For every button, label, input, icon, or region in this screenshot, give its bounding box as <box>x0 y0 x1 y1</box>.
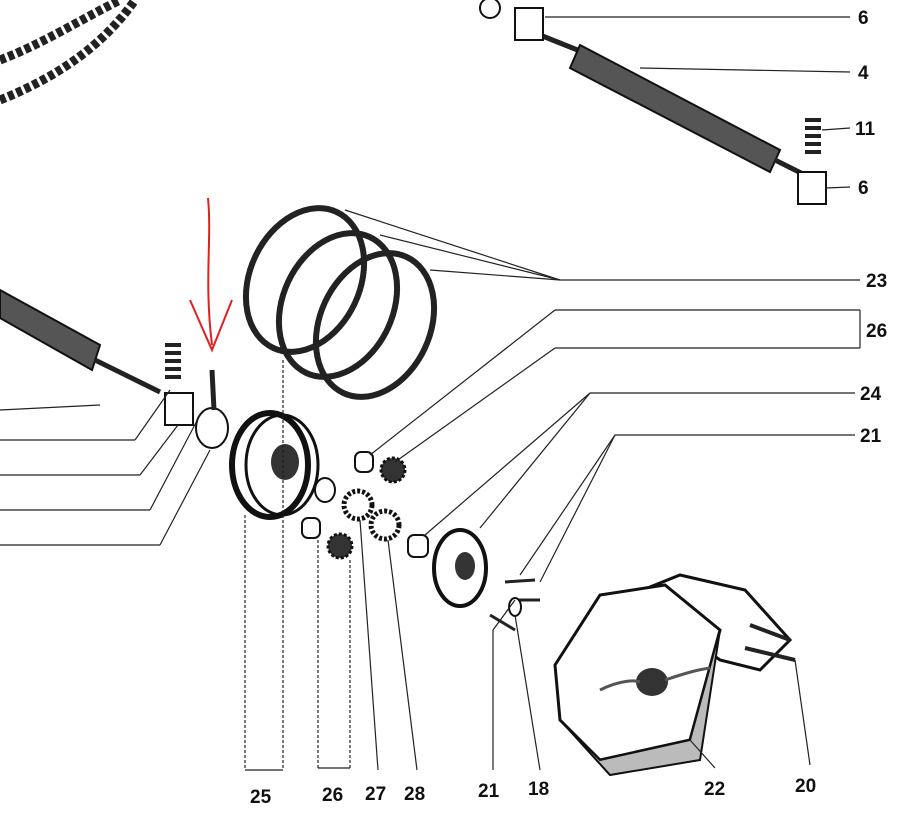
label-25: 25 <box>250 787 272 808</box>
label-18: 18 <box>528 779 549 800</box>
label-24: 24 <box>860 384 882 405</box>
label-22: 22 <box>704 779 725 800</box>
label-26-bottom: 26 <box>322 785 343 806</box>
label-28: 28 <box>404 784 425 805</box>
label-21-right: 21 <box>860 426 882 447</box>
label-27: 27 <box>365 784 386 805</box>
label-4: 4 <box>858 63 869 84</box>
label-23: 23 <box>866 271 887 292</box>
leader-lines <box>0 16 861 771</box>
label-21-bottom: 21 <box>478 781 500 802</box>
gears <box>301 451 540 632</box>
label-6-top: 6 <box>858 8 869 29</box>
belts-23 <box>242 205 438 400</box>
roller-left <box>0 288 229 449</box>
label-20: 20 <box>795 776 816 797</box>
label-6: 6 <box>858 178 869 199</box>
pulley-25 <box>229 410 320 520</box>
label-26-right: 26 <box>866 321 887 342</box>
label-11: 11 <box>855 119 876 140</box>
red-arrow-annotation <box>189 197 233 353</box>
cover-22 <box>553 573 796 777</box>
drive-chain <box>0 0 139 105</box>
roller-4 <box>479 0 827 205</box>
